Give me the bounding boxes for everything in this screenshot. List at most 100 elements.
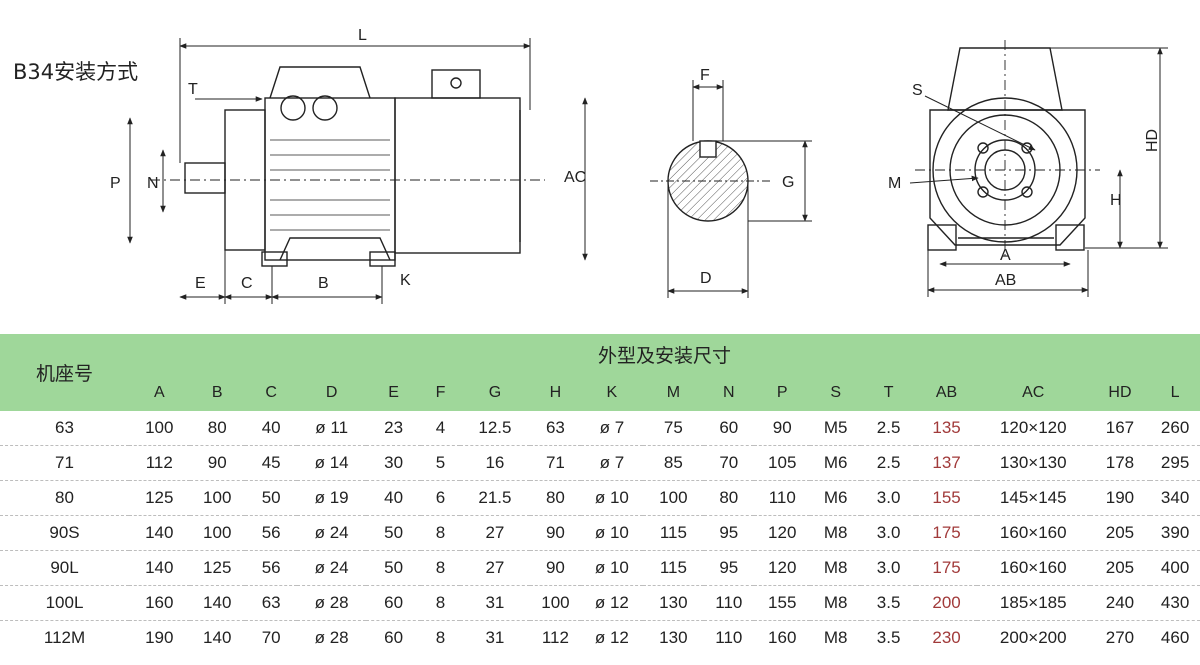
table-cell: 27 bbox=[459, 550, 531, 586]
motor-dimension-drawing: L T P N AC E C B K F G D bbox=[110, 27, 1168, 304]
shaft-section bbox=[650, 80, 812, 298]
table-cell: 21.5 bbox=[459, 480, 531, 516]
dim-label-H: H bbox=[1110, 192, 1122, 209]
column-header: A bbox=[129, 374, 190, 411]
column-header: B bbox=[189, 374, 245, 411]
table-cell: 120 bbox=[754, 515, 811, 551]
table-cell: 200×200 bbox=[999, 628, 1067, 647]
side-view-dimensions bbox=[127, 38, 588, 304]
table-cell: 190 bbox=[1089, 480, 1151, 516]
table-cell: 178 bbox=[1089, 445, 1151, 481]
table-cell: 175 bbox=[916, 515, 977, 551]
table-cell: 167 bbox=[1089, 411, 1151, 446]
table-cell: 40 bbox=[244, 411, 298, 446]
column-header: P bbox=[754, 374, 811, 411]
table-cell: ø 24 bbox=[297, 515, 366, 551]
table-cell: 23 bbox=[365, 411, 422, 446]
table-cell: M8 bbox=[810, 550, 861, 586]
frame-size-cell: 71 bbox=[0, 445, 130, 481]
column-header: AB bbox=[916, 374, 977, 411]
column-header: L bbox=[1150, 374, 1200, 411]
table-cell: 70 bbox=[703, 445, 755, 481]
table-cell: 137 bbox=[916, 445, 977, 481]
column-header: M bbox=[643, 374, 704, 411]
dim-label-G: G bbox=[782, 174, 794, 191]
table-cell: 460 bbox=[1160, 628, 1190, 647]
table-cell: 120 bbox=[754, 550, 811, 586]
table-cell: 31 bbox=[459, 585, 531, 621]
dim-label-N: N bbox=[147, 175, 159, 192]
table-cell: 105 bbox=[754, 445, 811, 481]
table-cell: 63 bbox=[530, 411, 581, 446]
table-cell: 3.5 bbox=[860, 585, 917, 621]
table-cell: 140 bbox=[129, 515, 190, 551]
dim-label-E: E bbox=[195, 275, 206, 292]
dim-label-HD: HD bbox=[1144, 129, 1161, 152]
table-cell: 12.5 bbox=[459, 411, 531, 446]
table-cell: 31 bbox=[485, 628, 505, 647]
table-cell: 95 bbox=[703, 515, 755, 551]
table-cell: 3.0 bbox=[860, 480, 917, 516]
table-cell: 2.5 bbox=[860, 411, 917, 446]
table-cell: 27 bbox=[459, 515, 531, 551]
table-cell: ø 28 bbox=[314, 628, 349, 647]
frame-size-cell: 90L bbox=[0, 550, 130, 586]
table-cell: ø 7 bbox=[580, 411, 644, 446]
column-header: D bbox=[297, 374, 366, 411]
table-cell: 95 bbox=[703, 550, 755, 586]
table-cell: 5 bbox=[421, 445, 460, 481]
dim-label-B: B bbox=[318, 275, 329, 292]
frame-size-cell: 112M bbox=[43, 628, 86, 647]
table-cell: 100 bbox=[643, 480, 704, 516]
table-cell: 30 bbox=[365, 445, 422, 481]
table-cell: 140 bbox=[129, 550, 190, 586]
table-cell: M6 bbox=[810, 480, 861, 516]
table-cell: ø 10 bbox=[580, 515, 644, 551]
table-cell: 175 bbox=[916, 550, 977, 586]
table-cell: 200 bbox=[916, 585, 977, 621]
table-cell: 100 bbox=[129, 411, 190, 446]
table-cell: 430 bbox=[1150, 585, 1200, 621]
table-cell: 295 bbox=[1150, 445, 1200, 481]
table-cell: 60 bbox=[703, 411, 755, 446]
table-cell: 115 bbox=[643, 515, 704, 551]
table-cell: 75 bbox=[643, 411, 704, 446]
column-header: HD bbox=[1089, 374, 1151, 411]
table-cell: ø 14 bbox=[297, 445, 366, 481]
table-cell: 60 bbox=[384, 628, 404, 647]
column-header: C bbox=[244, 374, 298, 411]
table-cell: 130 bbox=[643, 585, 704, 621]
frame-size-header: 机座号 bbox=[0, 334, 130, 411]
table-cell: 3.0 bbox=[860, 550, 917, 586]
table-cell: 390 bbox=[1150, 515, 1200, 551]
table-cell: 50 bbox=[365, 515, 422, 551]
frame-size-cell: 63 bbox=[0, 411, 130, 446]
table-cell: 145×145 bbox=[976, 480, 1090, 516]
table-cell: 205 bbox=[1089, 515, 1151, 551]
table-cell: 130 bbox=[659, 628, 688, 647]
table-cell: 90 bbox=[530, 515, 581, 551]
table-cell: 140 bbox=[203, 628, 232, 647]
table-cell: ø 12 bbox=[594, 628, 629, 647]
table-cell: ø 10 bbox=[580, 550, 644, 586]
table-cell: M8 bbox=[810, 585, 861, 621]
table-cell: 56 bbox=[244, 515, 298, 551]
dim-label-D: D bbox=[700, 270, 712, 287]
table-cell: 8 bbox=[421, 515, 460, 551]
table-cell: ø 24 bbox=[297, 550, 366, 586]
table-cell: 16 bbox=[459, 445, 531, 481]
table-cell: 100 bbox=[189, 515, 245, 551]
table-cell: 71 bbox=[530, 445, 581, 481]
table-cell: 130×130 bbox=[976, 445, 1090, 481]
table-cell: 6 bbox=[421, 480, 460, 516]
table-cell: 160 bbox=[768, 628, 797, 647]
dim-label-P: P bbox=[110, 175, 121, 192]
table-cell: 160×160 bbox=[976, 550, 1090, 586]
table-cell: 240 bbox=[1089, 585, 1151, 621]
column-header: E bbox=[365, 374, 422, 411]
